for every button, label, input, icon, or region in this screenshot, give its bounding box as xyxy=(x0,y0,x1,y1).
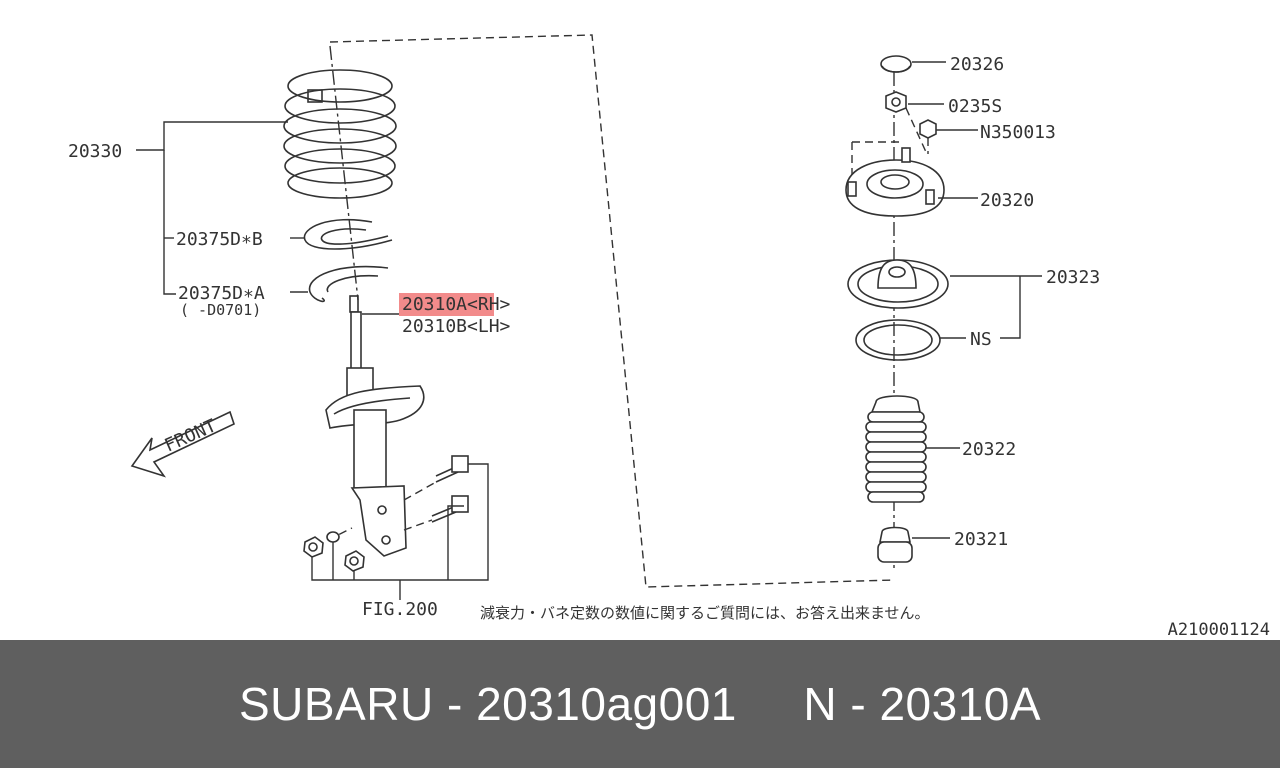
coil-spring xyxy=(283,69,397,199)
label-20322: 20322 xyxy=(962,439,1016,460)
label-fig-200[interactable]: FIG.200 xyxy=(362,599,438,620)
footer-brand: SUBARU xyxy=(238,678,434,730)
label-20330: 20330 xyxy=(68,141,122,162)
label-20310a-rh[interactable]: 20310A<RH> xyxy=(402,294,511,315)
diagram-svg: 20330 20375D∗B 20375D∗A ( -D0701) 20310A… xyxy=(68,34,1100,622)
bump-stop xyxy=(877,526,913,563)
spring-seat-a xyxy=(308,265,389,303)
cap xyxy=(880,55,912,73)
label-ns: NS xyxy=(970,329,992,350)
upper-spring-seat xyxy=(847,259,949,309)
label-20321: 20321 xyxy=(954,529,1008,550)
footer-n-code: 20310A xyxy=(879,678,1042,730)
explode-boundary-line xyxy=(329,34,896,588)
footer-title: SUBARU - 20310ag001 N - 20310A xyxy=(239,677,1041,731)
parts-diagram: 20330 20375D∗B 20375D∗A ( -D0701) 20310A… xyxy=(68,34,1101,622)
strut-centerline xyxy=(329,45,359,301)
label-20326: 20326 xyxy=(950,54,1004,75)
footer-n-prefix: N xyxy=(803,678,838,730)
flange-nut xyxy=(919,119,937,139)
highlight-box xyxy=(399,293,494,316)
dust-boot xyxy=(865,395,927,503)
diagram-code: A210001124 xyxy=(1167,620,1270,640)
label-0235s: 0235S xyxy=(948,96,1002,117)
label-front: FRONT xyxy=(161,415,219,456)
footer-bar: SUBARU - 20310ag001 N - 20310A xyxy=(0,640,1280,768)
label-20320: 20320 xyxy=(980,190,1034,211)
label-n350013: N350013 xyxy=(980,122,1056,143)
nut-0235s xyxy=(885,91,907,113)
bolt-group-bracket xyxy=(311,463,489,581)
strut-assembly xyxy=(325,295,425,557)
label-20375d-b: 20375D∗B xyxy=(176,229,263,250)
label-20375d-a: 20375D∗A xyxy=(178,283,265,304)
nuts-and-washers xyxy=(303,531,365,572)
spring-seat-b xyxy=(303,218,393,250)
footer-part-number: 20310ag001 xyxy=(476,678,737,730)
footer-sep-2: - xyxy=(837,678,880,730)
label-20323: 20323 xyxy=(1046,267,1100,288)
label-seat-a-note: ( -D0701) xyxy=(180,301,261,319)
strut-mount xyxy=(845,147,945,217)
ns-ring xyxy=(855,319,941,361)
footer-gap xyxy=(737,678,803,730)
footer-sep-1: - xyxy=(433,678,477,730)
japanese-note: 減衰力・バネ定数の数値に関するご質問には、お答え出来ません。 xyxy=(480,604,930,622)
mounting-bolts xyxy=(315,455,469,547)
label-20310b-lh[interactable]: 20310B<LH> xyxy=(402,316,511,337)
front-arrow-icon xyxy=(130,410,235,478)
